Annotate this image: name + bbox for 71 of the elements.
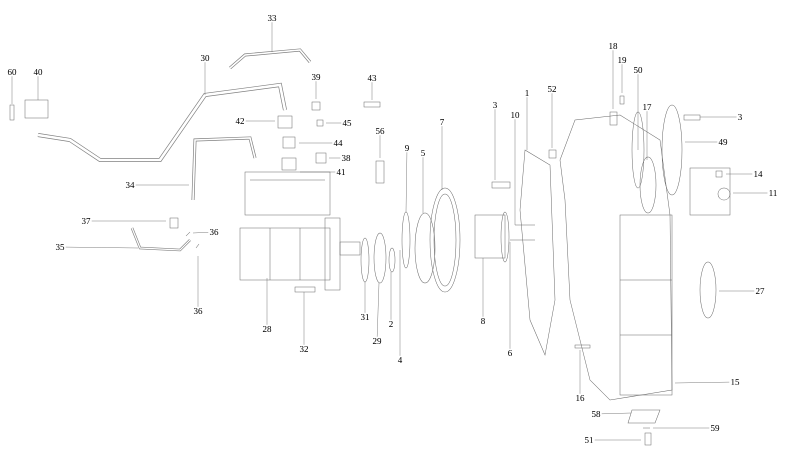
callout-number: 16: [576, 394, 584, 402]
leader-line: [700, 116, 737, 118]
callout-number: 45: [342, 120, 352, 126]
leader-line: [266, 278, 268, 325]
leader-line: [612, 50, 614, 110]
callout-number: 7: [440, 119, 444, 125]
callout-number: 50: [634, 66, 642, 74]
callout-number: 36: [210, 228, 218, 236]
callout-number: 3: [493, 102, 497, 108]
leader-line: [376, 282, 380, 337]
callout-number: 1: [526, 90, 529, 96]
callout-number: 10: [511, 112, 520, 118]
leader-line: [204, 62, 206, 96]
leader-line: [494, 109, 496, 180]
leader-line: [192, 232, 208, 234]
leader-line: [390, 272, 392, 320]
leader-line: [246, 120, 276, 122]
callout-number: 43: [368, 74, 376, 82]
leader-line: [422, 157, 424, 214]
callout-number: 4: [398, 357, 402, 363]
callout-number: 2: [389, 321, 393, 327]
callout-number: 11: [769, 190, 777, 196]
callout-number: 31: [360, 314, 369, 320]
leader-line: [732, 192, 768, 194]
callout-number: 30: [200, 54, 210, 62]
callout-number: 34: [126, 182, 134, 188]
callout-number: 9: [405, 144, 409, 152]
callout-number: 41: [336, 169, 345, 175]
callout-number: 51: [585, 437, 593, 444]
leader-line: [92, 220, 166, 222]
leader-line: [298, 142, 332, 144]
leader-line: [526, 96, 528, 150]
callout-number: 56: [376, 128, 384, 134]
callout-number: 42: [236, 118, 244, 124]
leader-line: [66, 246, 138, 248]
callout-number: 27: [756, 288, 764, 294]
callout-number: 39: [312, 74, 320, 80]
callout-number: 29: [372, 338, 382, 344]
callout-number: 36: [194, 308, 202, 314]
callout-number: 40: [34, 68, 42, 76]
callout-number: 5: [421, 150, 425, 156]
leader-line: [674, 382, 730, 384]
callout-number: 44: [334, 140, 342, 146]
leader-line: [136, 184, 190, 186]
leader-line: [718, 290, 754, 292]
leader-line: [406, 152, 408, 212]
leader-line: [646, 110, 648, 160]
callout-number: 8: [481, 318, 485, 324]
callout-number: 35: [56, 244, 64, 250]
callout-number: 38: [342, 154, 350, 162]
callout-number: 60: [8, 68, 16, 76]
callout-number: 14: [754, 171, 762, 177]
callout-number: 32: [300, 346, 308, 352]
leader-line: [326, 122, 342, 124]
callout-number: 37: [82, 218, 90, 224]
leader-line: [514, 119, 516, 226]
leader-line: [482, 258, 484, 317]
callout-number: 19: [618, 56, 626, 64]
callout-number: 3: [738, 114, 742, 120]
callout-number: 15: [731, 379, 740, 386]
callout-number: 18: [609, 42, 618, 50]
callout-number: 6: [508, 350, 512, 356]
callout-number: 52: [548, 86, 556, 92]
callout-number: 17: [643, 104, 652, 110]
callout-number: 49: [718, 138, 728, 146]
callout-number: 58: [592, 410, 600, 418]
leader-line: [364, 282, 366, 313]
callout-number: 59: [711, 424, 720, 432]
callout-number: 28: [262, 326, 272, 332]
callout-number: 33: [268, 14, 276, 22]
leader-line: [602, 412, 632, 414]
